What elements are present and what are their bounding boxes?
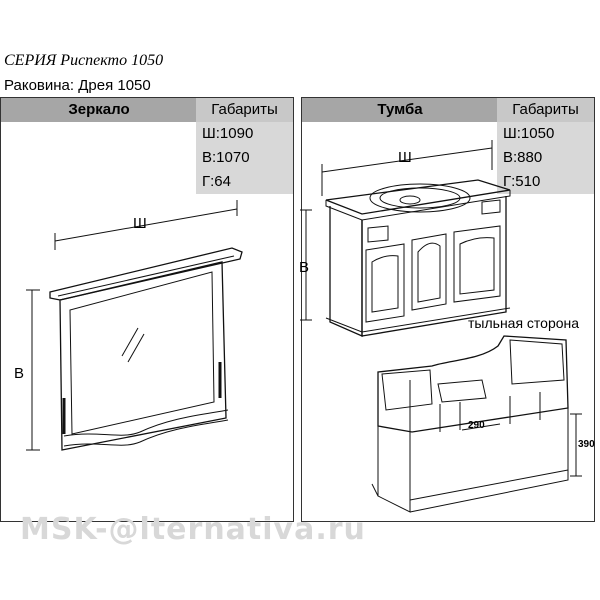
cabinet-width-label: Ш (398, 149, 412, 166)
cabinet-back-drawing (371, 335, 582, 513)
cabinet-height: В:880 (503, 149, 543, 166)
cabinet-header: Тумба (302, 98, 498, 122)
cabinet-panel: Тумба Габариты Ш:1050 В:880 Г:510 (301, 97, 595, 522)
dim-390: 390 (578, 439, 595, 450)
mirror-dims-header: Габариты (196, 98, 293, 122)
mirror-height: В:1070 (202, 149, 250, 166)
dim-290: 290 (468, 420, 485, 431)
back-side-label: тыльная сторона (468, 315, 580, 331)
cabinet-drawing (300, 140, 511, 337)
cabinet-depth: Г:510 (503, 173, 541, 190)
mirror-width-label: Ш (133, 215, 147, 232)
mirror-header: Зеркало (1, 98, 197, 122)
mirror-depth: Г:64 (202, 173, 231, 190)
sink-label: Раковина: Дрея 1050 (4, 77, 151, 94)
watermark: MSK-@lternativa.ru (20, 512, 366, 547)
series-title: СЕРИЯ Риспекто 1050 (4, 52, 164, 69)
cabinet-dimensions: Габариты Ш:1050 В:880 Г:510 (497, 98, 594, 194)
cabinet-height-label: В (299, 259, 309, 276)
cabinet-width: Ш:1050 (503, 125, 555, 142)
mirror-dimensions: Габариты Ш:1090 В:1070 Г:64 (196, 98, 293, 194)
mirror-panel: Зеркало Габариты Ш:1090 В:1070 Г:64 (0, 97, 294, 522)
mirror-height-label: В (14, 365, 24, 382)
cabinet-dims-header: Габариты (497, 98, 594, 122)
mirror-drawing (26, 200, 243, 451)
mirror-width: Ш:1090 (202, 125, 254, 142)
